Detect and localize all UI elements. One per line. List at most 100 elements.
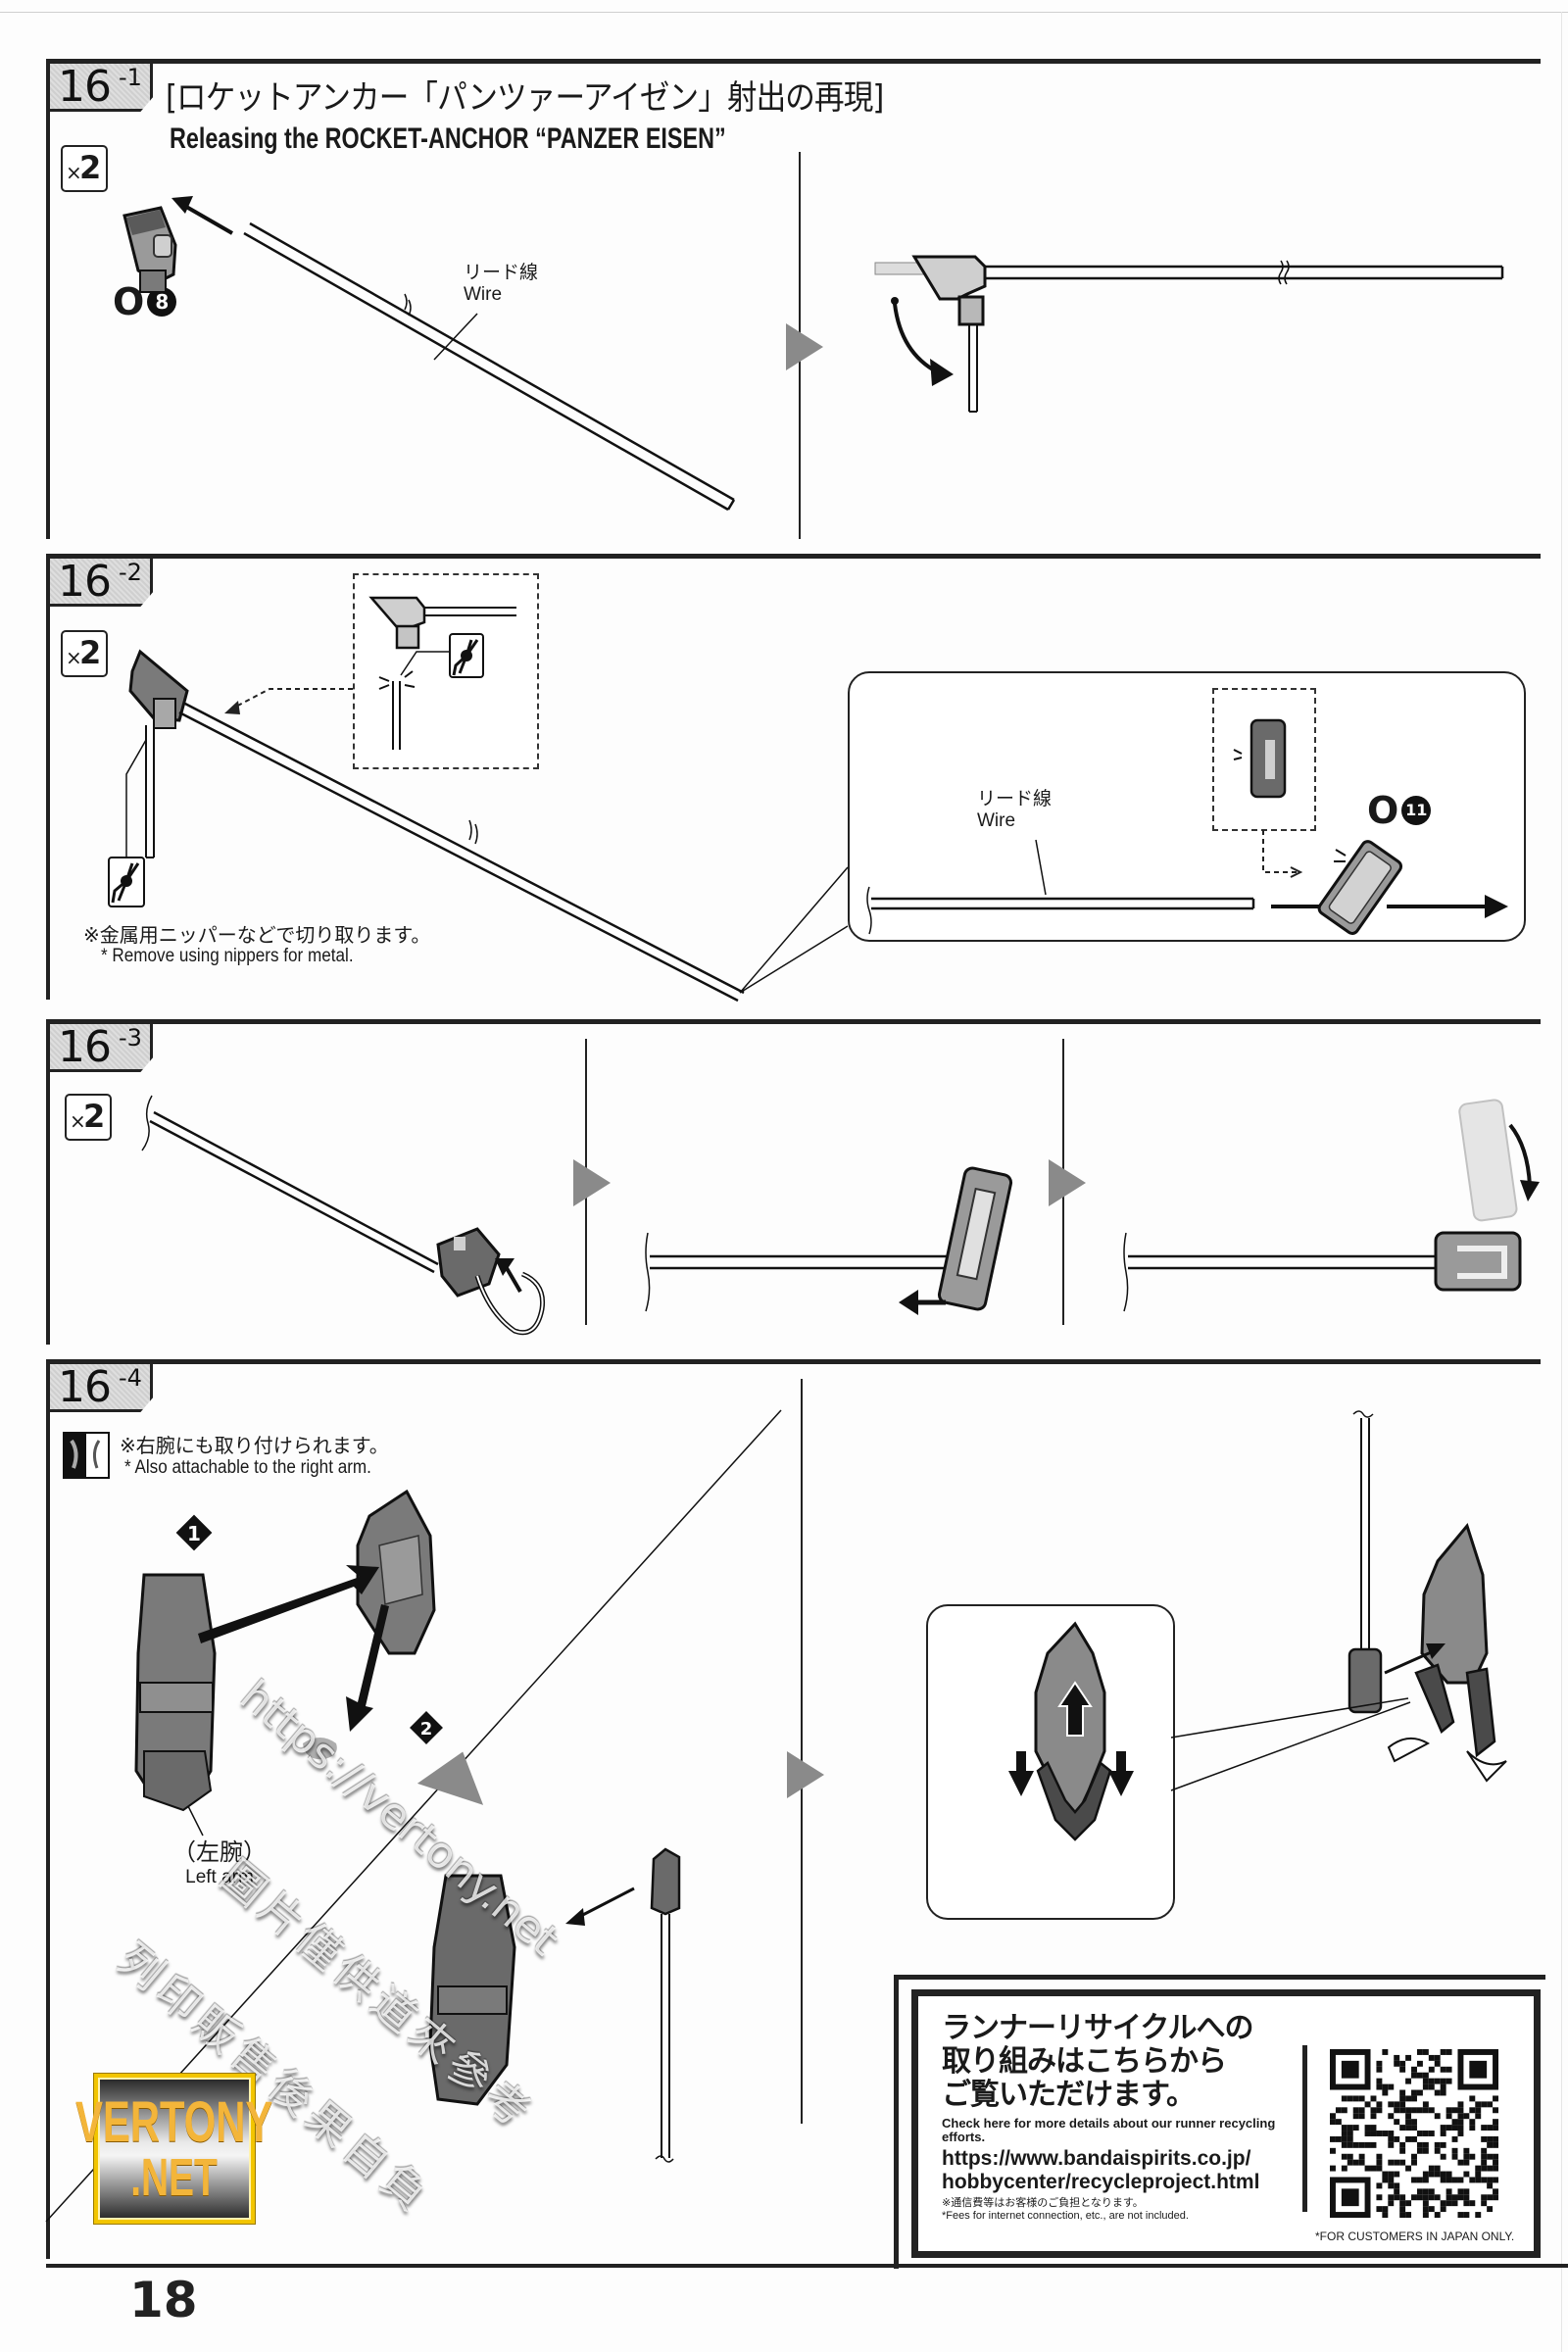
wire-label-en: Wire <box>977 809 1016 831</box>
qr-module <box>1487 2194 1494 2201</box>
quantity-badge: × 2 <box>61 145 108 192</box>
qr-module <box>1451 2135 1458 2142</box>
anchor-claw-icon <box>1414 1522 1496 1758</box>
qr-module <box>1399 2101 1406 2108</box>
step-number: 16 <box>58 62 112 112</box>
qr-module <box>1370 2141 1377 2148</box>
qr-module <box>1434 2089 1441 2096</box>
qr-module <box>1388 2177 1395 2183</box>
qr-module <box>1405 2107 1412 2114</box>
qr-module <box>1394 2188 1400 2195</box>
qr-module <box>1475 2107 1482 2114</box>
right-arm-note-en: * Also attachable to the right arm. <box>124 1457 371 1478</box>
qr-module <box>1376 2083 1383 2090</box>
qr-module <box>1457 2177 1464 2183</box>
qr-module <box>1451 2125 1458 2132</box>
qr-module <box>1463 2113 1470 2120</box>
qr-code-icon[interactable] <box>1330 2049 1498 2218</box>
qr-module <box>1422 2101 1429 2108</box>
fee-note-en: *Fees for internet connection, etc., are… <box>942 2209 1189 2222</box>
qr-module <box>1446 2188 1452 2195</box>
qr-module <box>1394 2159 1400 2166</box>
step-16-2: 16 -2 × 2 ※金属用ニッパーなどで切り取ります。 * Remove us… <box>46 554 1541 1003</box>
step-number: 16 <box>58 1362 112 1412</box>
qr-module <box>1481 2200 1488 2207</box>
qr-module <box>1358 2107 1365 2114</box>
qr-module <box>1493 2194 1498 2201</box>
qr-module <box>1358 2153 1365 2160</box>
qr-module <box>1493 2188 1498 2195</box>
qr-module <box>1463 2159 1470 2166</box>
qr-module <box>1388 2194 1395 2201</box>
qr-module <box>1422 2177 1429 2183</box>
qr-module <box>1457 2119 1464 2126</box>
qr-module <box>1422 2200 1429 2207</box>
qr-module <box>1341 2165 1348 2172</box>
qr-module <box>1463 2212 1470 2218</box>
qr-module <box>1388 2159 1395 2166</box>
arm-label: （左腕） Left arm <box>169 1838 270 1890</box>
qr-module <box>1399 2147 1406 2154</box>
qr-module <box>1428 2054 1435 2061</box>
step-sub-number: -3 <box>119 1024 142 1052</box>
step-16-4-illustration: 1 2 <box>45 1409 1507 2223</box>
qr-module <box>1481 2159 1488 2166</box>
qr-module <box>1469 2153 1476 2160</box>
qr-module <box>1487 2165 1494 2172</box>
next-step-arrow-icon <box>573 1159 611 1206</box>
qr-module <box>1463 2153 1470 2160</box>
anchor-on-wire-icon <box>874 255 1504 413</box>
qr-module <box>1347 2131 1353 2136</box>
qr-module <box>1394 2107 1400 2114</box>
qr-module <box>1399 2125 1406 2132</box>
recycle-heading-jp: ランナーリサイクルへの 取り組みはこちらから ご覧いただけます。 <box>942 2011 1289 2113</box>
qr-module <box>1446 2177 1452 2183</box>
qr-module <box>1422 2188 1429 2195</box>
recycle-url-line-2[interactable]: hobbycenter/recycleproject.html <box>942 2170 1260 2193</box>
recycle-separator <box>1302 2045 1307 2212</box>
qr-module <box>1364 2141 1371 2148</box>
qr-module <box>1388 2083 1395 2090</box>
qr-module <box>1352 2159 1359 2166</box>
qr-module <box>1376 2182 1383 2189</box>
qr-module <box>1347 2159 1353 2166</box>
qr-module <box>1434 2194 1441 2201</box>
qr-module <box>1416 2107 1423 2114</box>
qr-module <box>1382 2212 1389 2218</box>
qr-module <box>1469 2177 1476 2183</box>
qr-module <box>1370 2125 1377 2132</box>
qr-module <box>1428 2194 1435 2201</box>
qr-module <box>1457 2107 1464 2114</box>
qr-module <box>1463 2194 1470 2201</box>
qr-module <box>1451 2119 1458 2126</box>
qr-module <box>1422 2194 1429 2201</box>
qr-module <box>1422 2147 1429 2154</box>
order-marker-1: 1 <box>175 1514 213 1551</box>
left-arm-icon <box>134 1573 217 1812</box>
quantity-count: 2 <box>79 634 102 671</box>
qr-module <box>1411 2125 1417 2132</box>
anchor-part-icon <box>1434 1231 1522 1292</box>
qr-module <box>1411 2153 1417 2160</box>
qr-module <box>1428 2066 1435 2073</box>
qr-module <box>1487 2153 1494 2160</box>
qr-module <box>1399 2141 1406 2148</box>
qr-module <box>1451 2177 1458 2183</box>
qr-module <box>1330 2113 1336 2120</box>
qr-module <box>1376 2101 1383 2108</box>
recycle-url-link[interactable]: https://www.bandaispirits.co.jp/ hobbyce… <box>942 2147 1289 2193</box>
step-16-4: 16 -4 ※右腕にも取り付けられます。 * Also attachable t… <box>45 1359 1541 2259</box>
recycle-url-line-1[interactable]: https://www.bandaispirits.co.jp/ <box>942 2147 1251 2171</box>
section-rule <box>46 554 1541 559</box>
qr-module <box>1376 2165 1383 2172</box>
qr-module <box>1370 2113 1377 2120</box>
qr-module <box>1399 2060 1406 2067</box>
order-marker-2: 2 <box>410 1711 443 1744</box>
nipper-icon <box>108 857 145 907</box>
qr-module <box>1493 2165 1498 2172</box>
qr-module <box>1487 2135 1494 2142</box>
qr-module <box>1469 2107 1476 2114</box>
qr-module <box>1382 2206 1389 2213</box>
qr-module <box>1434 2147 1441 2154</box>
section-rule <box>46 59 1541 64</box>
